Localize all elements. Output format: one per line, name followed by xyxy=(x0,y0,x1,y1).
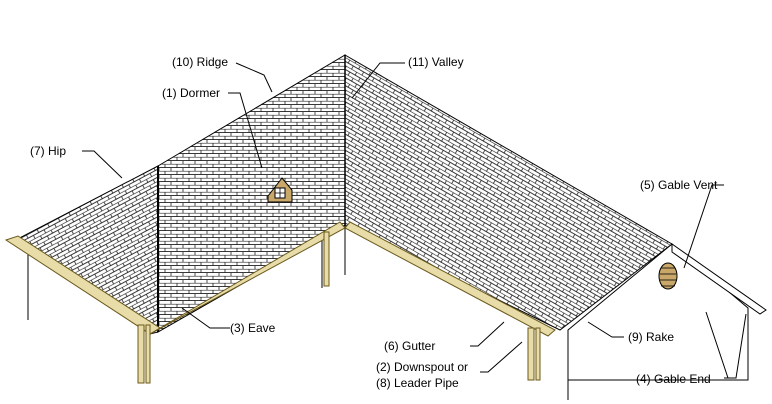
dormer xyxy=(267,177,293,203)
label-ridge: (10) Ridge xyxy=(172,55,228,69)
label-gutter: (6) Gutter xyxy=(384,339,435,353)
label-downspout-line1: (2) Downspout or xyxy=(376,360,468,374)
label-rake: (9) Rake xyxy=(628,330,674,344)
label-eave: (3) Eave xyxy=(230,321,276,335)
rake-board xyxy=(671,243,767,315)
label-hip: (7) Hip xyxy=(30,144,66,158)
downspouts xyxy=(137,231,541,384)
label-gable-vent: (5) Gable Vent xyxy=(640,178,718,192)
gutters xyxy=(4,221,556,337)
label-dormer: (1) Dormer xyxy=(162,86,220,100)
label-gable-end: (4) Gable End xyxy=(636,372,711,386)
label-valley: (11) Valley xyxy=(408,55,464,69)
leader-lines xyxy=(82,62,747,379)
label-downspout-line2: (8) Leader Pipe xyxy=(376,376,459,390)
gable-vent xyxy=(658,262,678,290)
walls xyxy=(27,225,749,400)
